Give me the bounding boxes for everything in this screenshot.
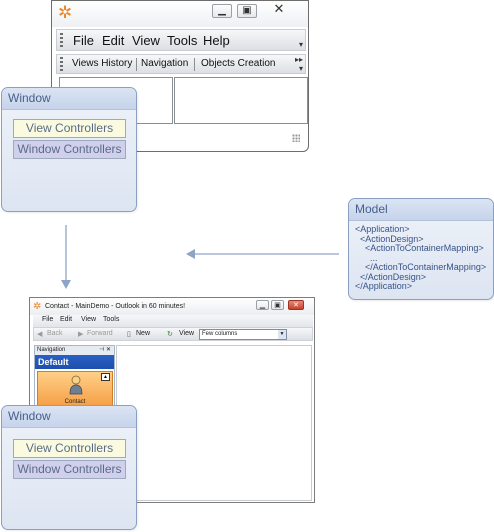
grip-icon <box>60 33 63 47</box>
minimize-button[interactable]: ▁ <box>212 4 232 18</box>
window-title: Contact - MainDemo - Outlook in 60 minut… <box>45 303 186 310</box>
right-panel <box>174 77 308 124</box>
contact-person-icon <box>69 375 83 395</box>
app-gear-icon: ✲ <box>58 3 73 23</box>
menu-view[interactable]: View <box>81 316 97 323</box>
window-box-title: Window <box>2 406 136 428</box>
minimize-button[interactable]: ▁ <box>256 300 269 310</box>
xml-line: </ActionToContainerMapping> <box>355 262 487 272</box>
toolbar-separator <box>136 58 137 71</box>
menu-file[interactable]: File <box>42 316 54 323</box>
menu-file[interactable]: File <box>73 33 94 48</box>
close-button[interactable]: ✕ <box>288 300 304 310</box>
menu-view[interactable]: View <box>132 33 160 48</box>
window-box-title: Window <box>2 88 136 110</box>
navigation-title: Navigation <box>37 347 66 353</box>
view-label: View <box>179 330 195 337</box>
left-arrowhead-icon <box>186 249 195 259</box>
window-controllers-label: Window Controllers <box>13 140 126 159</box>
toolbar-objects-creation[interactable]: Objects Creation <box>201 58 276 69</box>
refresh-icon[interactable]: ↻ <box>167 331 173 338</box>
menu-edit[interactable]: Edit <box>102 33 125 48</box>
window-controllers-label: Window Controllers <box>13 460 126 479</box>
maximize-button[interactable]: ▣ <box>271 300 284 310</box>
menu-bar: File Edit View Tools Help ▾ <box>56 29 306 51</box>
toolbar-views-history[interactable]: Views History <box>72 58 133 69</box>
app-gear-icon: ✲ <box>33 301 42 312</box>
menu-help[interactable]: Help <box>203 33 230 48</box>
model-box: Model <Application> <ActionDesign> <Acti… <box>348 198 494 300</box>
xml-line: </ActionDesign> <box>355 271 427 282</box>
overflow-chevron-icon[interactable]: ▾ <box>298 40 303 49</box>
back-button[interactable]: Back <box>47 330 63 337</box>
maximize-button[interactable]: ▣ <box>237 4 257 18</box>
new-document-icon: ▯ <box>127 331 131 338</box>
title-bar: ✲ Contact - MainDemo - Outlook in 60 min… <box>30 298 314 315</box>
menu-bar: File Edit View Tools <box>33 315 313 327</box>
nav-group-default[interactable]: Default <box>35 355 114 369</box>
model-box-title: Model <box>349 199 493 221</box>
view-controllers-label: View Controllers <box>13 119 126 138</box>
back-arrow-icon: ◀ <box>37 331 43 338</box>
nav-item-label: Contact <box>64 399 86 405</box>
nav-item-contact[interactable]: Contact ▲ <box>37 371 113 409</box>
view-combo[interactable]: Few columns ▼ <box>199 329 287 340</box>
menu-tools[interactable]: Tools <box>167 33 198 48</box>
menu-edit[interactable]: Edit <box>60 316 73 323</box>
toolbar-separator <box>194 58 195 71</box>
resize-grip-icon[interactable] <box>292 134 300 142</box>
pin-close-icon[interactable]: ⊣ ✕ <box>99 347 111 353</box>
xml-line: <ActionDesign> <box>355 233 424 244</box>
down-arrowhead-icon <box>61 280 71 289</box>
close-button[interactable]: ✕ <box>273 2 285 17</box>
toolbar: Views History Navigation Objects Creatio… <box>56 54 306 74</box>
xml-line: <Application> <box>355 224 410 234</box>
window-box-bottom: Window View Controllers Window Controlle… <box>1 405 137 530</box>
view-combo-value: Few columns <box>202 331 238 337</box>
new-button[interactable]: New <box>136 330 151 337</box>
navigation-header: Navigation ⊣ ✕ <box>35 346 114 355</box>
xml-line: ... <box>355 252 378 263</box>
menu-tools[interactable]: Tools <box>103 316 120 323</box>
toolbar: ◀ Back ▶ Forward ▯ New ↻ View Few column… <box>33 327 313 341</box>
top-app-window: ✲ ▁ ▣ ✕ File Edit View Tools Help ▾ View… <box>51 0 309 152</box>
title-bar: ✲ ▁ ▣ ✕ <box>52 1 308 27</box>
view-controllers-label: View Controllers <box>13 439 126 458</box>
model-xml: <Application> <ActionDesign> <ActionToCo… <box>355 224 487 292</box>
chevron-down-icon[interactable]: ▼ <box>278 330 286 339</box>
window-box-top: Window View Controllers Window Controlle… <box>1 87 137 212</box>
xml-line: <ActionToContainerMapping> <box>355 243 484 253</box>
chevron-down-icon[interactable]: ▾ <box>298 64 303 73</box>
xml-line: </Application> <box>355 281 413 291</box>
grip-icon <box>60 57 63 71</box>
toolbar-navigation[interactable]: Navigation <box>141 58 189 69</box>
content-area <box>116 345 312 501</box>
collapse-up-icon[interactable]: ▲ <box>101 373 110 381</box>
forward-button[interactable]: Forward <box>87 330 113 337</box>
forward-arrow-icon: ▶ <box>78 331 84 338</box>
chevron-double-right-icon[interactable]: ▸▸ <box>294 55 303 64</box>
